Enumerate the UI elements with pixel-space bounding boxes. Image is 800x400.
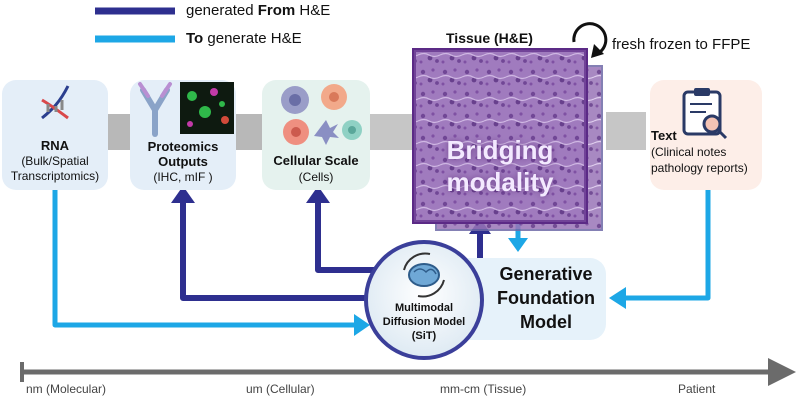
text-title: Text: [651, 128, 677, 143]
tissue-bridging-label: Bridging: [446, 135, 554, 165]
proteomics-sub: (IHC, mIF ): [153, 170, 213, 184]
scale-label-nm: nm (Molecular): [26, 382, 107, 396]
arrowhead-text-model: [609, 287, 626, 309]
scale-label-patient: Patient: [678, 382, 716, 396]
model-title-1: Generative: [499, 264, 593, 284]
sit-line3: (SiT): [411, 330, 437, 342]
tissue-image-front: [412, 48, 588, 224]
cellular-sub: (Cells): [298, 170, 334, 184]
dna-icon: [41, 85, 70, 120]
arrow-text-to-model: [624, 186, 711, 301]
arrow-rna-to-model: [52, 190, 356, 328]
scale-label-um: um (Cellular): [246, 382, 315, 396]
connector-rna-proteomics: [108, 114, 132, 150]
rna-line2: Transcriptomics): [10, 169, 100, 183]
tissue-title: Tissue (H&E): [446, 30, 533, 46]
rna-card: [2, 80, 108, 190]
clipboard-icon: [682, 88, 728, 140]
proteomics-title-1: Proteomics: [147, 139, 219, 154]
antibody-icon: [138, 82, 172, 137]
loop-arrow-icon: [572, 22, 608, 54]
tissue-modality-label: modality: [446, 167, 554, 197]
text-line1: (Clinical notes: [651, 145, 727, 159]
arrowhead-proteomics: [171, 186, 195, 203]
legend-label-to: To generate H&E: [186, 30, 302, 47]
rna-title: RNA: [40, 138, 70, 153]
model-title-3: Model: [520, 312, 572, 332]
sit-line2: Diffusion Model: [382, 316, 466, 328]
cellular-title: Cellular Scale: [273, 153, 359, 168]
arrow-from-he-proteomics: [180, 201, 390, 301]
legend-label-from: generated From H&E: [186, 2, 331, 19]
scale-axis-arrowhead: [768, 358, 796, 386]
scale-label-mm: mm-cm (Tissue): [440, 382, 527, 396]
proteomics-title-2: Outputs: [158, 154, 208, 169]
arrowhead-rna-model: [354, 314, 370, 336]
sit-circle: [364, 240, 484, 360]
arrowhead-tissue-model: [508, 238, 528, 252]
text-line2: pathology reports): [651, 161, 748, 175]
brain-icon: [403, 252, 445, 298]
cells-icon: [281, 84, 362, 145]
model-title-2: Foundation: [497, 288, 595, 308]
sit-line1: Multimodal: [394, 302, 454, 314]
rna-line1: (Bulk/Spatial: [21, 154, 89, 168]
connector-cellular-tissue: [370, 114, 416, 150]
arrowhead-cellular: [306, 186, 330, 203]
connector-tissue-text: [606, 112, 646, 150]
loop-label: fresh frozen to FFPE: [612, 36, 751, 53]
arrow-from-he-cellular: [315, 201, 390, 273]
connector-proteomics-cellular: [236, 114, 264, 150]
